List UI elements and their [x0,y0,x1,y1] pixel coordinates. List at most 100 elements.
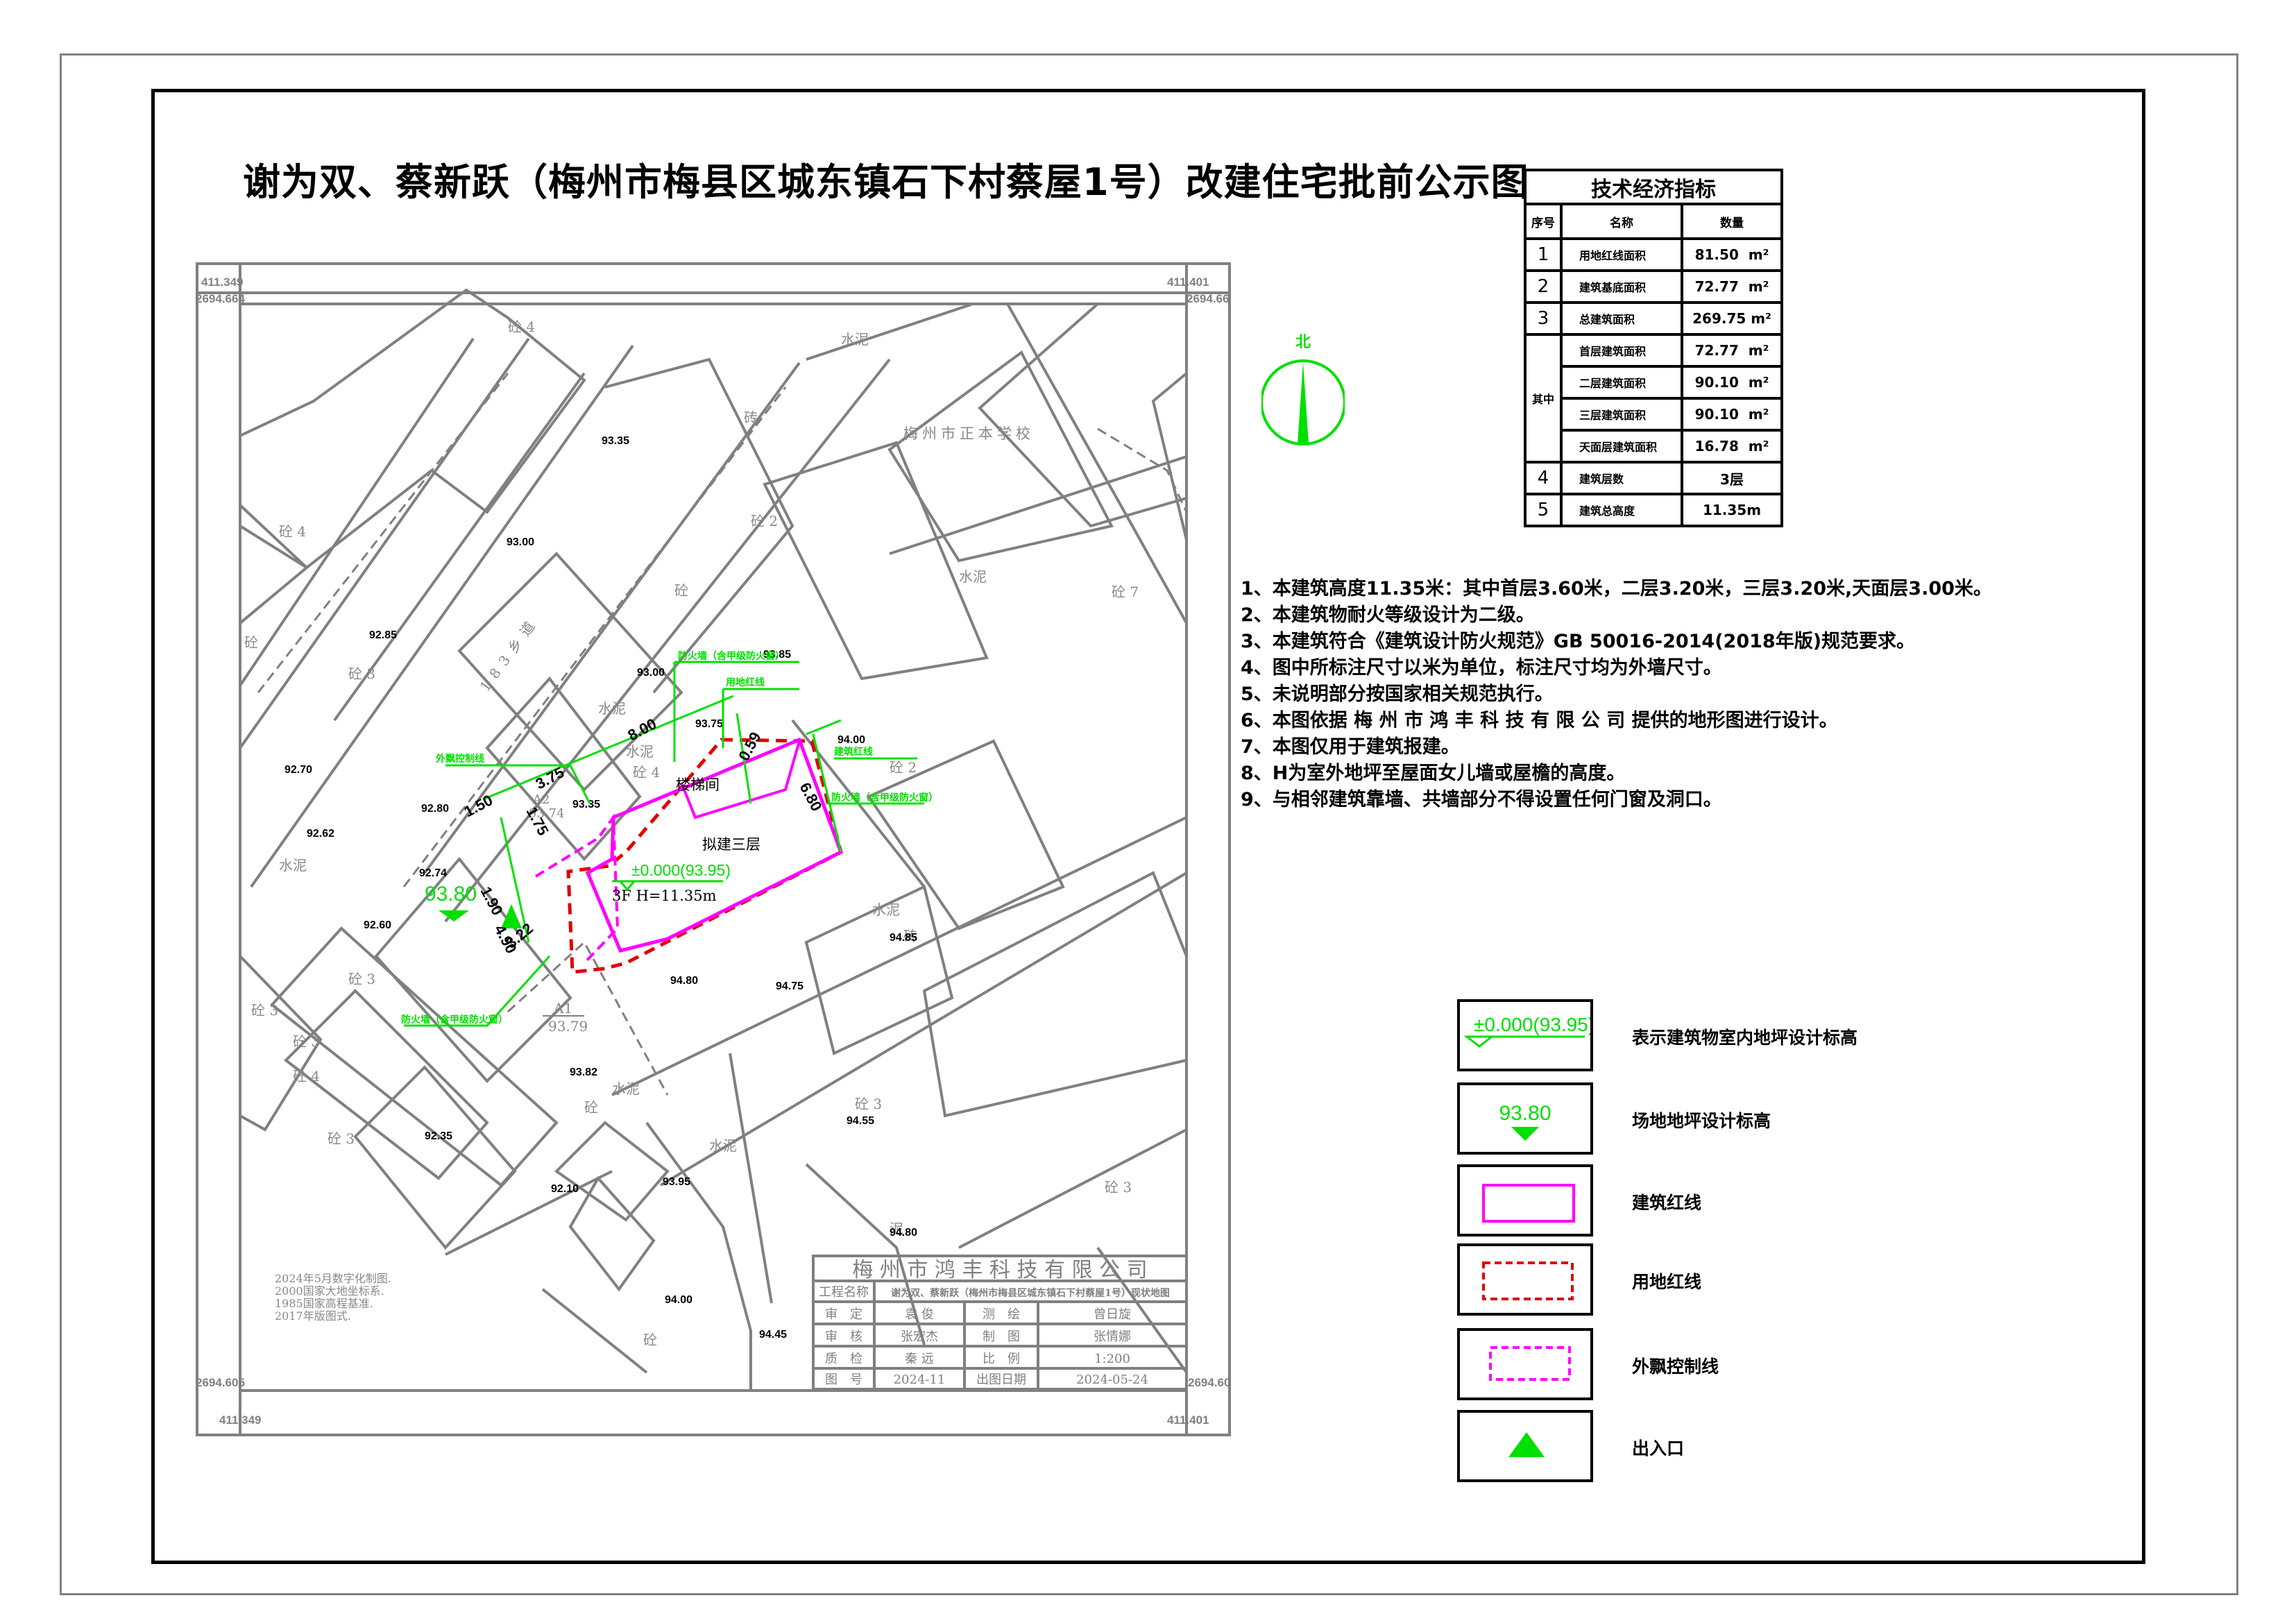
svg-text:92.85: 92.85 [369,629,397,641]
svg-text:秦 远: 秦 远 [905,1352,934,1366]
svg-text:94.00: 94.00 [665,1294,692,1306]
floor-level-icon: ±0.000(93.95) [1463,1014,1595,1048]
svg-text:92.60: 92.60 [364,919,391,931]
sheet-outer-frame [60,53,2238,1595]
site-level-icon: 93.80 [1499,1102,1551,1141]
north-arrow-icon: 北 [1261,334,1345,445]
svg-text:砼: 砼 [674,582,688,599]
svg-text:2017年版图式.: 2017年版图式. [275,1309,351,1323]
svg-text:±0.000(93.95): ±0.000(93.95) [631,861,731,879]
svg-text:93.35: 93.35 [602,435,629,447]
table-caption: 技术经济指标 [1524,169,1783,205]
table-row: 4 建筑层数 3层 [1524,461,1783,495]
svg-text:411.349: 411.349 [219,1413,262,1427]
table-row: 3 总建筑面积 269.75 m² [1524,301,1783,336]
svg-text:张宏杰: 张宏杰 [901,1329,938,1344]
land-redline-icon [1482,1261,1574,1300]
legend-item-site-level: 93.80 场地地坪设计标高 [1457,1082,2012,1157]
svg-text:张情娜: 张情娜 [1094,1329,1131,1344]
svg-text:94.85: 94.85 [890,932,917,944]
svg-text:砼 3: 砼 3 [251,1002,278,1019]
note-item: 1、本建筑高度11.35米：其中首层3.60米，二层3.20米，三层3.20米,… [1241,578,1992,600]
legend-item-building-redline: 建筑红线 [1457,1164,2012,1239]
svg-text:水泥: 水泥 [959,568,987,585]
note-item: 6、本图依据 梅 州 市 鸿 丰 科 技 有 限 公 司 提供的地形图进行设计。 [1241,710,1838,731]
entrance-triangle-icon [1508,1432,1545,1457]
svg-text:2694.664: 2694.664 [196,292,245,305]
svg-text:审 定: 审 定 [825,1307,862,1322]
svg-text:2024-05-24: 2024-05-24 [1076,1373,1148,1387]
svg-text:±0.000(93.95): ±0.000(93.95) [1474,1014,1590,1035]
svg-text:审 核: 审 核 [825,1329,862,1344]
svg-text:出图日期: 出图日期 [976,1373,1026,1387]
svg-text:砼 2: 砼 2 [890,759,917,776]
svg-text:测 绘: 测 绘 [983,1307,1020,1322]
svg-text:砼 4: 砼 4 [279,523,306,540]
svg-text:93.35: 93.35 [572,799,600,810]
map-inner-border [239,303,1188,1392]
svg-text:93.00: 93.00 [507,536,534,548]
svg-text:93.79: 93.79 [548,1018,588,1035]
svg-text:93.85: 93.85 [763,649,791,661]
svg-text:工程名称: 工程名称 [819,1285,869,1300]
svg-text:411.401: 411.401 [1167,1413,1209,1427]
table-row: 天面层建筑面积 16.78 m² [1525,429,1783,464]
svg-text:拟建三层: 拟建三层 [702,836,760,853]
table-row: 2 建筑基底面积 72.77 m² [1524,269,1783,304]
table-row: 其中 首层建筑面积 72.77 m² [1524,333,1783,464]
svg-text:防火墙（含甲级防火窗）: 防火墙（含甲级防火窗） [831,792,938,804]
legend-item-land-redline: 用地红线 [1457,1243,2012,1318]
land-redline [566,738,843,974]
svg-text:92.80: 92.80 [421,803,449,815]
svg-text:砼: 砼 [643,1332,657,1348]
header-no: 序号 [1524,203,1563,240]
svg-text:2694.605: 2694.605 [1188,1376,1231,1389]
svg-text:建筑红线: 建筑红线 [834,746,873,758]
svg-text:水泥: 水泥 [709,1137,737,1154]
overhang-line [534,813,620,965]
svg-text:2694.664: 2694.664 [1187,292,1231,305]
table-row: 1 用地红线面积 81.50 m² [1524,237,1783,272]
svg-text:93.95: 93.95 [663,1176,690,1188]
svg-text:94.00: 94.00 [837,734,865,746]
svg-text:砼 3: 砼 3 [348,971,375,987]
svg-text:94.80: 94.80 [670,975,698,987]
svg-text:A1: A1 [553,1000,572,1017]
svg-text:水泥: 水泥 [872,901,900,918]
svg-text:砖: 砖 [744,409,758,426]
svg-text:砼 3: 砼 3 [293,1033,320,1050]
svg-text:砖: 砖 [903,928,917,944]
note-item: 5、未说明部分按国家相关规范执行。 [1241,683,1554,705]
svg-text:泥: 泥 [890,1221,903,1237]
entrance-marker [501,904,522,928]
svg-text:6.80: 6.80 [797,780,826,815]
svg-text:砼: 砼 [584,1099,598,1116]
svg-text:1:200: 1:200 [1094,1352,1130,1366]
note-item: 3、本建筑符合《建筑设计防火规范》GB 50016-2014(2018年版)规范… [1241,631,1916,652]
svg-text:2000国家大地坐标系.: 2000国家大地坐标系. [275,1284,384,1298]
svg-text:外飘控制线: 外飘控制线 [436,753,484,765]
map-outer-border [196,262,1231,1436]
note-item: 7、本图仅用于建筑报建。 [1241,736,1460,758]
svg-text:93.80: 93.80 [425,883,477,906]
svg-text:防火墙（含甲级防火窗）: 防火墙（含甲级防火窗） [678,650,785,662]
svg-text:水泥: 水泥 [612,1080,640,1097]
note-item: 8、H为室外地坪至屋面女儿墙或屋檐的高度。 [1241,763,1626,784]
svg-text:94.80: 94.80 [890,1227,917,1239]
svg-text:1985国家高程基准.: 1985国家高程基准. [275,1297,373,1310]
note-item: 2、本建筑物耐火等级设计为二级。 [1241,604,1535,626]
svg-text:94.45: 94.45 [759,1329,787,1341]
building-redline-icon [1482,1184,1575,1223]
svg-text:砼 3: 砼 3 [1105,1179,1132,1196]
svg-text:93.74: 93.74 [529,806,565,821]
svg-text:92.74: 92.74 [419,867,447,879]
svg-text:砼 4: 砼 4 [508,318,535,335]
svg-text:砼 3: 砼 3 [328,1130,355,1147]
design-notes: 1、本建筑高度11.35米：其中首层3.60米，二层3.20米，三层3.20米,… [1241,576,1992,813]
svg-text:图 号: 图 号 [825,1373,862,1387]
drawing-title: 谢为双、蔡新跃（梅州市梅县区城东镇石下村蔡屋1号）改建住宅批前公示图 [243,160,1529,204]
svg-text:曾日旋: 曾日旋 [1094,1307,1131,1322]
svg-text:制 图: 制 图 [983,1329,1020,1344]
svg-text:94.55: 94.55 [847,1115,874,1127]
svg-text:水泥: 水泥 [279,857,307,874]
